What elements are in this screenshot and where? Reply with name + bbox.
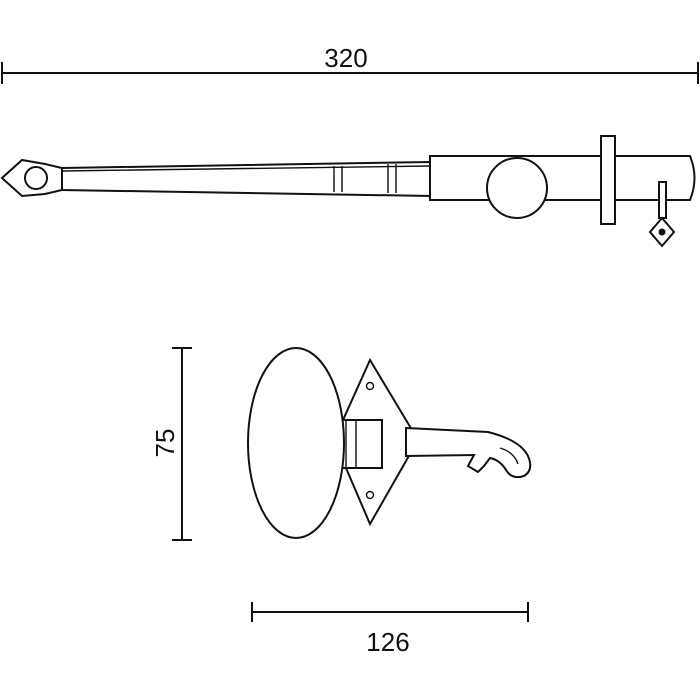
lever-curl-detail bbox=[499, 447, 519, 465]
rosette-screw-bottom bbox=[365, 490, 375, 500]
hook-stem bbox=[658, 181, 667, 219]
hook-drop-hole bbox=[658, 228, 666, 236]
mounting-plate-side bbox=[600, 135, 616, 225]
oval-knob bbox=[247, 347, 345, 539]
rear-body bbox=[429, 155, 696, 201]
finial-eye bbox=[24, 166, 48, 190]
side-view bbox=[0, 135, 696, 248]
overall-length-dimension: 320 bbox=[1, 43, 699, 84]
width-dimension: 126 bbox=[251, 602, 529, 657]
rosette-screw-top bbox=[365, 381, 375, 391]
overall-length-label: 320 bbox=[324, 43, 367, 73]
width-label: 126 bbox=[366, 627, 409, 657]
lever-arm bbox=[405, 426, 532, 479]
shaft-edge-line bbox=[61, 165, 431, 172]
knob-side bbox=[486, 157, 548, 219]
height-dimension: 75 bbox=[150, 347, 192, 541]
height-label: 75 bbox=[150, 429, 180, 458]
front-view bbox=[247, 347, 532, 539]
